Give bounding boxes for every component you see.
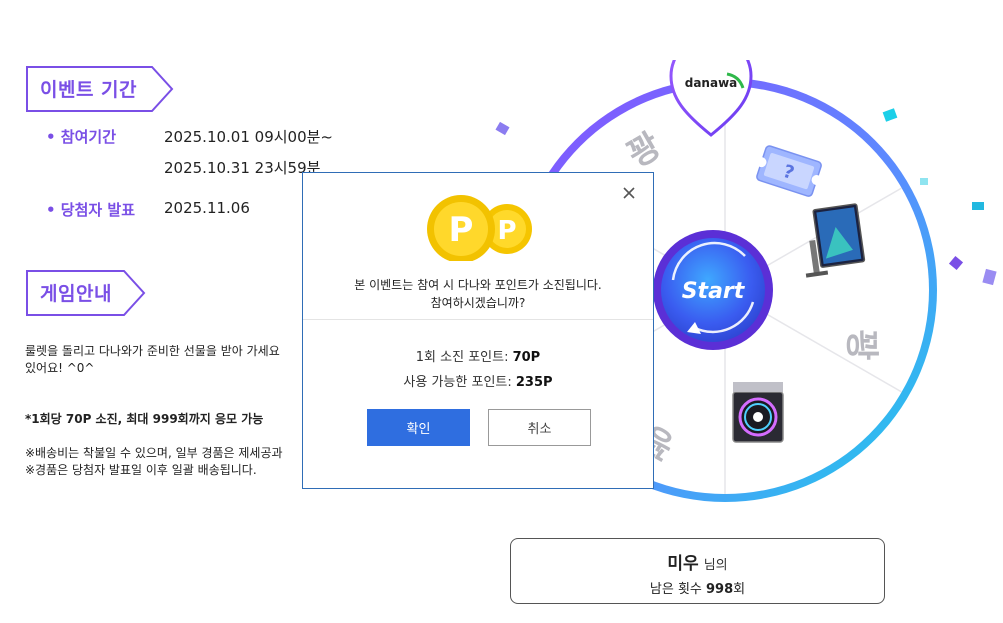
confetti-piece bbox=[982, 268, 997, 286]
monitor-icon bbox=[805, 203, 866, 278]
ticket-icon: ? bbox=[756, 145, 822, 197]
danawa-logo: danawa bbox=[685, 76, 738, 90]
guide-line-delivery: ※경품은 당첨자 발표일 이후 일괄 배송됩니다. bbox=[25, 463, 257, 477]
participation-period-label: • 참여기간 bbox=[46, 128, 117, 146]
guide-line-cost: *1회당 70P 소진, 최대 999회까지 응모 가능 bbox=[25, 412, 264, 426]
start-label: Start bbox=[682, 279, 746, 304]
user-name-suffix: 님의 bbox=[703, 558, 728, 573]
participation-period-start: 2025.10.01 09시00분~ bbox=[164, 128, 333, 146]
user-name: 미우 bbox=[667, 554, 699, 574]
available-points-value: 235P bbox=[515, 375, 553, 390]
danawa-pointer: danawa bbox=[669, 60, 753, 137]
cost-value: 70P bbox=[512, 350, 541, 365]
winner-announcement-date: 2025.11.06 bbox=[164, 199, 250, 217]
remaining-count-unit: 회 bbox=[733, 582, 746, 597]
event-period-title: 이벤트 기간 bbox=[40, 79, 138, 101]
game-guide-header: 게임안내 bbox=[26, 270, 446, 316]
cost-label: 1회 소진 포인트: bbox=[415, 350, 513, 365]
cpu-cooler-icon bbox=[732, 382, 784, 443]
game-guide-header-frame bbox=[26, 270, 306, 316]
svg-text:P: P bbox=[497, 216, 516, 246]
available-points-line: 사용 가능한 포인트: 235P bbox=[303, 371, 653, 390]
confetti-piece bbox=[972, 202, 984, 210]
event-period-header: 이벤트 기간 bbox=[26, 66, 446, 112]
danawa-logo-swoosh-icon bbox=[726, 72, 745, 89]
confetti-piece bbox=[920, 178, 928, 185]
remaining-count-line: 남은 횟수 998회 bbox=[511, 578, 884, 597]
segment-lose-2: 꽝 bbox=[841, 329, 881, 360]
guide-line-shipping: ※배송비는 착불일 수 있으며, 일부 경품은 제세공과 bbox=[25, 446, 283, 460]
participation-period-end: 2025.10.31 23시59분 bbox=[164, 159, 321, 177]
start-button[interactable]: Start bbox=[653, 230, 773, 350]
close-icon[interactable] bbox=[621, 185, 637, 201]
remaining-count-box: 미우 님의 남은 횟수 998회 bbox=[510, 538, 885, 604]
available-points-label: 사용 가능한 포인트: bbox=[403, 375, 516, 390]
event-period-header-frame bbox=[26, 66, 434, 112]
user-line: 미우 님의 bbox=[511, 549, 884, 574]
game-guide-title: 게임안내 bbox=[40, 283, 112, 305]
guide-line-2: 있어요! ^0^ bbox=[25, 361, 95, 375]
guide-line-1: 룰렛을 돌리고 다나와가 준비한 선물을 받아 가세요 bbox=[25, 344, 280, 358]
cancel-button[interactable]: 취소 bbox=[488, 409, 591, 446]
dialog-message-line-1: 본 이벤트는 참여 시 다나와 포인트가 소진됩니다. bbox=[354, 278, 602, 292]
remaining-count-value: 998 bbox=[706, 582, 734, 597]
cost-line: 1회 소진 포인트: 70P bbox=[303, 346, 653, 365]
dialog-message-line-2: 참여하시겠습니까? bbox=[430, 296, 526, 310]
point-consume-dialog: P P 본 이벤트는 참여 시 다나와 포인트가 소진됩니다. 참여하시겠습니까… bbox=[302, 172, 654, 489]
svg-text:P: P bbox=[449, 210, 474, 250]
dialog-divider bbox=[303, 319, 653, 320]
confirm-button[interactable]: 확인 bbox=[367, 409, 470, 446]
winner-announcement-label: • 당첨자 발표 bbox=[46, 201, 136, 219]
remaining-count-label: 남은 횟수 bbox=[649, 582, 706, 597]
point-coin-icon: P P bbox=[427, 195, 532, 261]
